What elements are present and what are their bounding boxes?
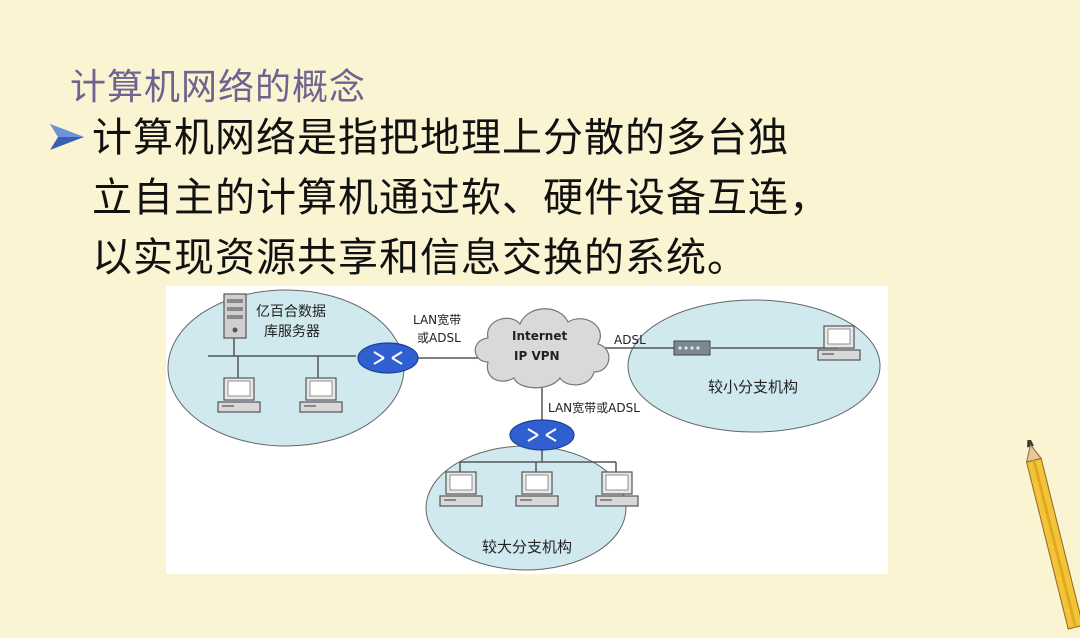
small-branch-label: 较小分支机构 [708,378,798,396]
bullet-line-2: 立自主的计算机通过软、硬件设备互连， [92,175,830,221]
link-right-label: ADSL [614,333,646,347]
computer-icon [595,471,639,507]
slide-title: 计算机网络的概念 [70,67,367,108]
cloud-label-line1: Internet [512,329,567,343]
link-bottom-label: LAN宽带或ADSL [548,400,640,415]
router-icon [357,342,419,374]
small-branch-ellipse [627,299,881,433]
modem-icon [673,340,711,356]
server-label-line2: 库服务器 [264,324,320,340]
bullet-line-3: 以实现资源共享和信息交换的系统。 [92,235,748,281]
bullet-line-1: 计算机网络是指把地理上分散的多台独 [92,115,789,161]
computer-icon [299,377,343,413]
bullet-text: 计算机网络是指把地理上分散的多台独 立自主的计算机通过软、硬件设备互连， 以实现… [92,108,972,288]
server-label-line1: 亿百合数据 [256,304,326,320]
link-left-label-line2: 或ADSL [417,331,461,345]
computer-icon [817,325,861,361]
pencil-icon [1026,440,1080,630]
cloud-label-line2: IP VPN [514,349,560,363]
computer-icon [515,471,559,507]
link-left-label-line1: LAN宽带 [413,312,461,327]
cloud-icon [474,308,610,389]
bullet-arrow-icon [50,124,84,150]
server-icon [223,293,247,339]
large-branch-label: 较大分支机构 [482,538,572,556]
computer-icon [439,471,483,507]
router-icon [509,419,575,451]
network-diagram: 亿百合数据 库服务器 LAN宽带 或ADSL Internet IP VPN A… [166,286,888,574]
computer-icon [217,377,261,413]
